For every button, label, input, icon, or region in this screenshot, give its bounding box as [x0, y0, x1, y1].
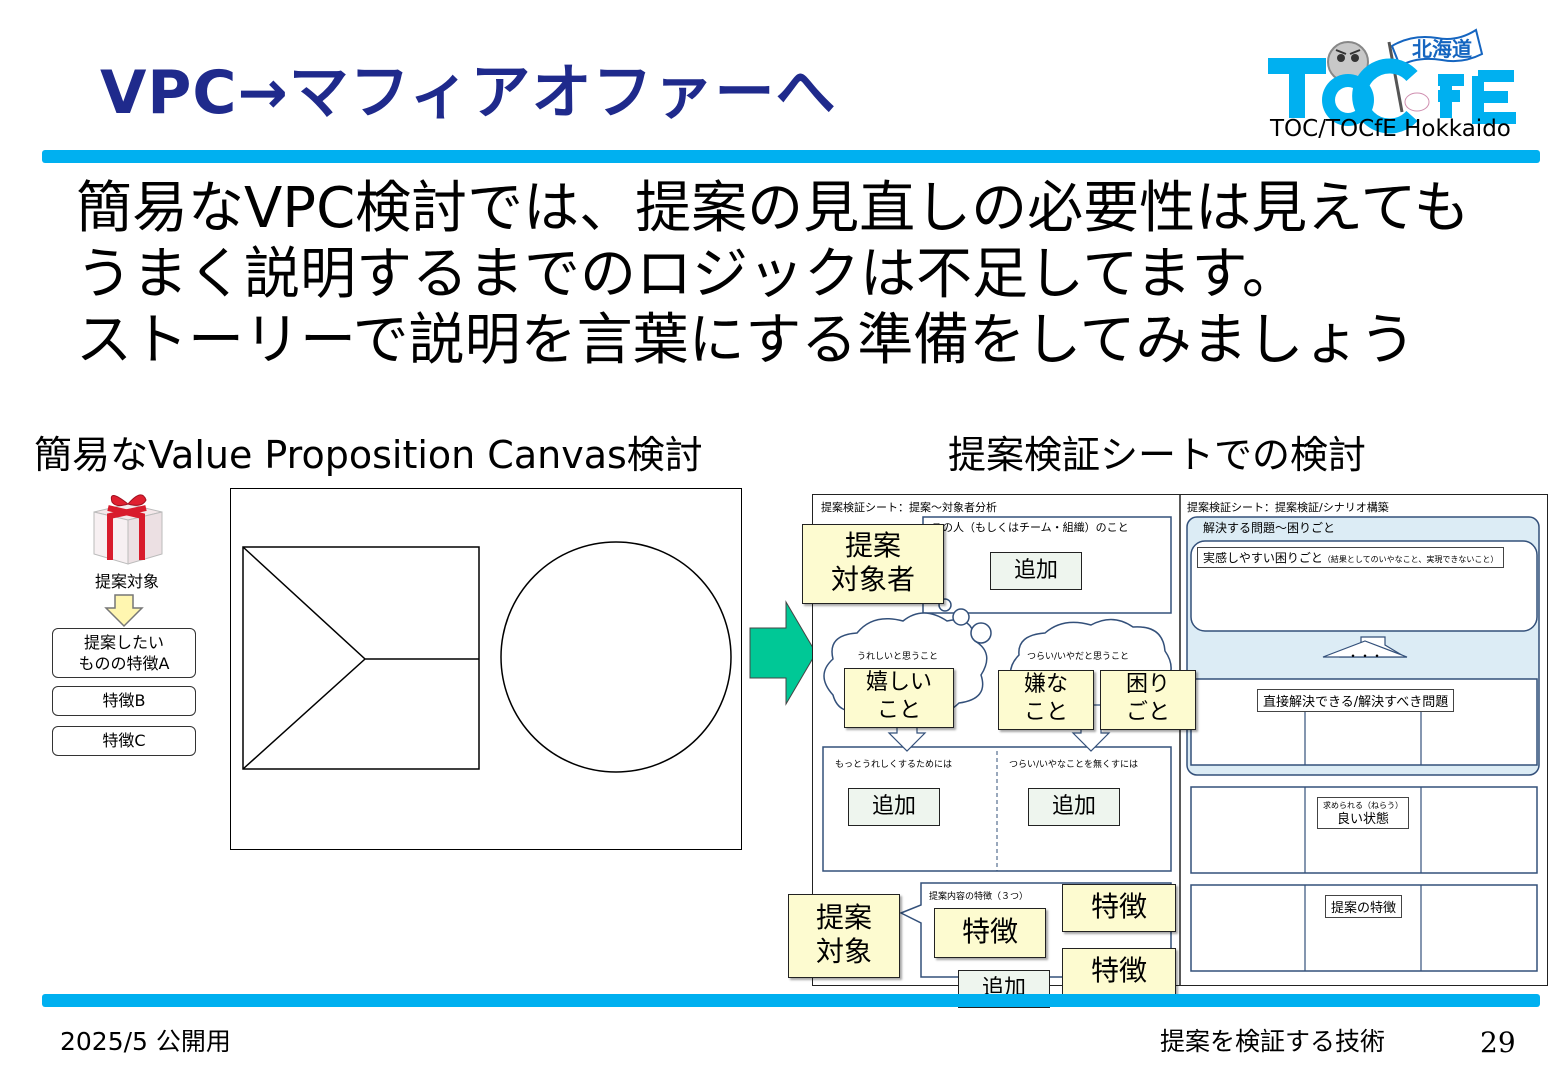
- note-line: こと: [876, 698, 921, 723]
- note-line: こと: [1023, 700, 1068, 725]
- note-line: 提案: [844, 529, 901, 562]
- note-feature-3: 特徴: [1062, 948, 1176, 996]
- note-trouble: 困り ごと: [1100, 670, 1196, 730]
- feature-b-box: 特徴B: [52, 686, 196, 716]
- verification-sheet: 提案検証シート：提案～対象者分析 提案検証シート：提案検証/シナリオ構築 この人…: [812, 494, 1548, 986]
- note-feature-2: 特徴: [1062, 884, 1176, 932]
- feature-c-box: 特徴C: [52, 726, 196, 756]
- note-line: 嬉しい: [865, 670, 932, 695]
- note-line: 困り: [1125, 672, 1170, 697]
- note-line: 嫌な: [1023, 672, 1068, 697]
- problem-header: 解決する問題～困りごと: [1203, 521, 1336, 535]
- value-proposition-canvas: [230, 488, 742, 850]
- svg-text:北海道: 北海道: [1412, 37, 1472, 61]
- vpc-diagram: [242, 541, 732, 773]
- right-arrow-icon: [749, 600, 817, 706]
- more-happy-label: もっとうれしくするためには: [835, 760, 953, 770]
- add-tag-happy: 追加: [848, 788, 940, 826]
- bottom-divider: [42, 994, 1540, 1007]
- gift-icon: [93, 494, 163, 565]
- note-dislike: 嫌な こと: [998, 670, 1094, 730]
- body-line: うまく説明するまでのロジックは不足してます。: [76, 242, 1298, 307]
- easy-problem-text: 実感しやすい困りごと: [1203, 551, 1323, 565]
- happy-label: うれしいと思うこと: [857, 652, 939, 662]
- good-state-label: 求められる（ねらう） 良い状態: [1317, 797, 1409, 829]
- easy-problem-note: （結果としてのいやなこと、実現できないこと）: [1322, 555, 1499, 564]
- add-tag-person: 追加: [990, 552, 1082, 590]
- down-arrow-icon: [104, 594, 144, 628]
- person-label: この人（もしくはチーム・組織）のこと: [931, 521, 1129, 534]
- note-line: 提案: [815, 901, 872, 934]
- body-line: ストーリーで説明を言葉にする準備をしてみましょう: [76, 308, 1416, 373]
- body-line: 簡易なVPC検討では、提案の見直しの必要性は見えても: [76, 176, 1470, 241]
- note-target-person: 提案 対象者: [802, 524, 944, 604]
- note-line: 対象者: [830, 563, 915, 596]
- footer-date: 2025/5 公開用: [60, 1027, 231, 1056]
- good-state-sup: 求められる（ねらう）: [1323, 801, 1403, 810]
- body-text: 簡易なVPC検討では、提案の見直しの必要性は見えても うまく説明するまでのロジッ…: [76, 176, 1470, 374]
- remove-bad-label: つらい/いやなことを無くすには: [1009, 760, 1139, 770]
- note-feature-1: 特徴: [934, 908, 1046, 958]
- note-target: 提案 対象: [788, 894, 900, 978]
- right-sheet-title: 提案検証シート：提案検証/シナリオ構築: [1187, 501, 1389, 514]
- left-sheet-title: 提案検証シート：提案～対象者分析: [821, 501, 997, 514]
- footer-subject: 提案を検証する技術: [1160, 1027, 1386, 1056]
- feature-a-line: ものの特徴A: [78, 654, 170, 673]
- add-tag-dislike: 追加: [1028, 788, 1120, 826]
- proposal-features-label: 提案の特徴: [1325, 895, 1403, 918]
- ellipsis-label: ・・・: [1347, 649, 1384, 663]
- note-happy: 嬉しい こと: [844, 668, 954, 728]
- left-heading: 簡易なValue Proposition Canvas検討: [34, 433, 703, 477]
- easy-problem-label: 実感しやすい困りごと（結果としてのいやなこと、実現できないこと）: [1197, 547, 1505, 568]
- slide-title: VPC→マフィアオファーへ: [100, 58, 837, 128]
- toc-hokkaido-logo: 北海道: [1268, 28, 1516, 134]
- note-line: ごと: [1125, 700, 1170, 725]
- feature-a-box: 提案したい ものの特徴A: [52, 628, 196, 678]
- page-number: 29: [1480, 1026, 1516, 1059]
- gift-label: 提案対象: [94, 572, 159, 591]
- logo-caption: TOC/TOCfE Hokkaido: [1270, 116, 1511, 142]
- feature-a-line: 提案したい: [83, 633, 164, 652]
- direct-problem-label: 直接解決できる/解決すべき問題: [1257, 689, 1455, 712]
- features-label: 提案内容の特徴（３つ）: [929, 892, 1029, 902]
- bad-label: つらい/いやだと思うこと: [1027, 652, 1130, 662]
- right-heading: 提案検証シートでの検討: [948, 433, 1367, 477]
- good-state-text: 良い状態: [1336, 812, 1389, 827]
- top-divider: [42, 150, 1540, 163]
- note-line: 対象: [815, 935, 872, 968]
